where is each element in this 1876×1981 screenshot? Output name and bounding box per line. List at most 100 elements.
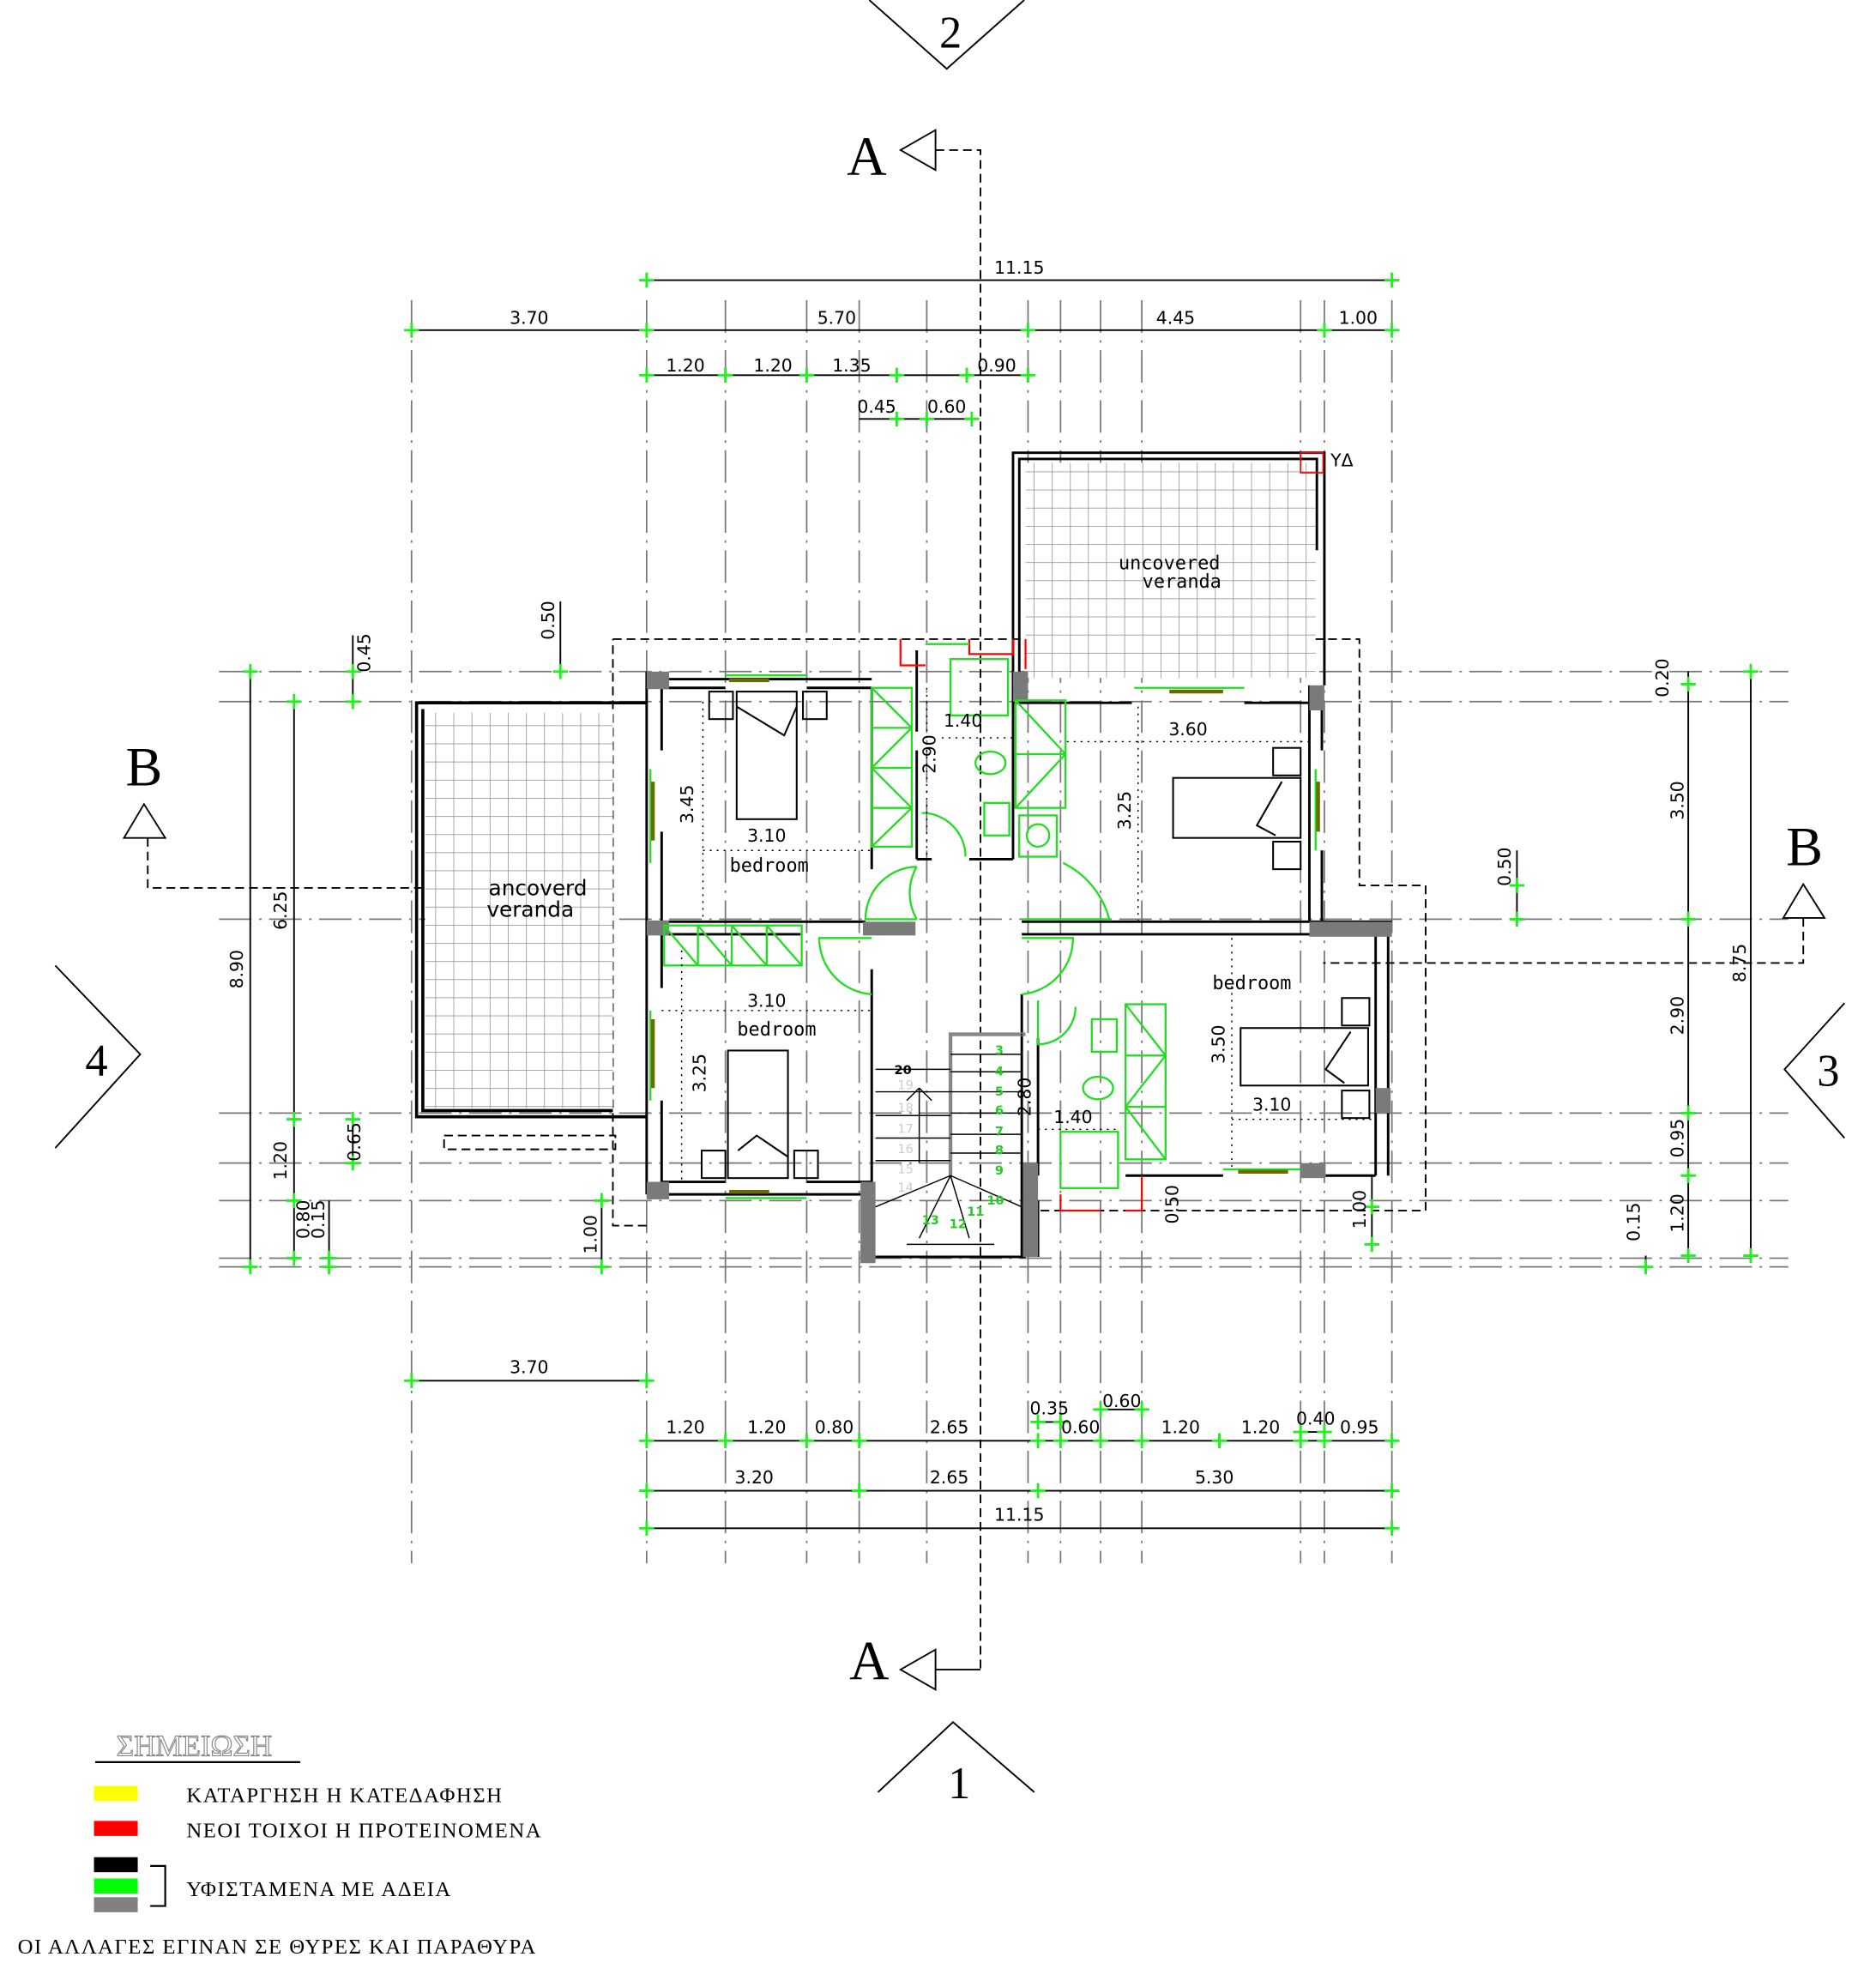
dimension-label: 3.70 [510, 308, 548, 329]
dimension-tick [717, 1433, 733, 1449]
dimension-tick [287, 1111, 302, 1127]
dimension-tick [639, 323, 654, 338]
stair-step-number: 16 [897, 1142, 914, 1157]
dimension-label: 0.80 [815, 1417, 854, 1438]
dimension-tick [851, 1433, 867, 1449]
legend-label: ΥΦΙΣΤΑΜΕΝΑ ΜΕ ΑΔΕΙΑ [186, 1878, 451, 1901]
elevation-marker-3: 3 [1783, 1002, 1846, 1139]
dimension-tick [1030, 1483, 1046, 1499]
dimension-tick [639, 1373, 654, 1389]
dimension-tick [1680, 1168, 1696, 1183]
dimension-label: 1.20 [666, 355, 704, 376]
stair-step-number: 10 [986, 1193, 1004, 1208]
dimension-label: 0.35 [1030, 1398, 1069, 1419]
dimension-label: 0.45 [857, 396, 896, 417]
dimension-label: 5.30 [1195, 1467, 1234, 1488]
section-marker-b-right: B [1323, 817, 1826, 964]
section-label: B [125, 736, 162, 797]
dimension-label: 0.80 [293, 1200, 313, 1239]
ud-label: ΥΔ [1330, 450, 1353, 471]
dimension-tick [321, 1259, 337, 1275]
interior-dimension-label: 2.90 [920, 734, 940, 773]
dimension-tick [287, 1250, 302, 1266]
interior-dimension-label: 3.25 [689, 1054, 709, 1092]
dimension-label: 0.15 [308, 1200, 329, 1239]
dimension-tick [345, 694, 361, 710]
room-label: veranda [486, 897, 574, 921]
section-marker-b-left: B [122, 736, 432, 889]
dimension-label: 1.00 [1339, 308, 1378, 329]
dimension-tick [404, 323, 419, 338]
dimension-label: 0.60 [1061, 1417, 1100, 1438]
dimension-tick [799, 1433, 815, 1449]
section-marker-a-bottom: A [849, 1631, 981, 1692]
legend-swatch-red [93, 1821, 138, 1836]
dimension-tick [959, 367, 974, 384]
dimension-label: 8.75 [1729, 944, 1750, 982]
section-label: A [849, 1631, 889, 1692]
room-label-bedroom: bedroom [737, 1019, 816, 1041]
dimension-tick [1134, 1433, 1149, 1449]
stair-step-number: 12 [950, 1217, 967, 1231]
room-label-bedroom: bedroom [730, 855, 809, 877]
dimension-label: 0.45 [354, 633, 375, 672]
dimension-tick [1053, 1433, 1069, 1449]
dimension-label: 0.50 [1494, 847, 1515, 885]
dimension-tick [243, 664, 258, 679]
room-label: uncovered [1119, 553, 1220, 574]
dimension-label: 1.20 [1161, 1417, 1200, 1438]
interior-dimension-label: 3.10 [747, 990, 786, 1011]
interior-dimension-label: 2.80 [1014, 1078, 1035, 1116]
dimension-tick [919, 411, 935, 427]
covered-veranda: ancoverd veranda [414, 701, 647, 1151]
dimension-label: 4.45 [1156, 308, 1195, 329]
dimension-label: 0.60 [1102, 1391, 1141, 1411]
stair-up-number: 20 [895, 1063, 912, 1078]
interior-dimension-label: 3.10 [1252, 1094, 1291, 1114]
dimension-label: 2.65 [930, 1417, 968, 1438]
stair-step-number: 5 [995, 1084, 1004, 1099]
stair-step-number: 17 [897, 1122, 914, 1137]
legend-label: ΚΑΤΑΡΓΗΣΗ Η ΚΑΤΕΔΑΦΗΣΗ [186, 1785, 503, 1808]
dimension-label: 0.40 [1296, 1408, 1335, 1428]
legend-swatch-black [93, 1857, 138, 1873]
dimension-label: 0.15 [1623, 1202, 1644, 1241]
dimension-tick [1093, 1433, 1108, 1449]
elevation-label: 3 [1817, 1046, 1839, 1096]
dimension-tick [345, 1155, 361, 1171]
legend-swatch-green [93, 1878, 138, 1893]
dimension-label: 1.20 [666, 1417, 704, 1438]
dimension-tick [964, 411, 980, 427]
legend-swatch-gray [93, 1897, 138, 1912]
dimension-tick [1134, 1402, 1149, 1417]
dimension-label: 11.15 [994, 1505, 1044, 1525]
dimension-tick [287, 1193, 302, 1209]
elevation-label: 2 [939, 8, 962, 57]
interior-dimension-label: 3.60 [1168, 719, 1207, 740]
dimension-label: 8.90 [226, 950, 247, 988]
stair-step-number: 8 [995, 1143, 1004, 1157]
dimension-label: 1.20 [1241, 1417, 1280, 1438]
dimension-label: 3.70 [510, 1357, 548, 1378]
stair-step-number: 15 [897, 1162, 914, 1176]
dimension-label: 6.25 [270, 891, 291, 930]
dimension-label: 11.15 [994, 257, 1044, 278]
uncovered-veranda: uncovered veranda ΥΔ [1011, 450, 1354, 685]
room-label-bedroom: bedroom [1212, 973, 1291, 994]
elevation-label: 4 [85, 1036, 107, 1086]
section-label: A [847, 126, 886, 187]
interior-dimension-label: 1.40 [1053, 1107, 1092, 1127]
dimension-label: 3.20 [735, 1467, 774, 1488]
dimension-label: 2.90 [1667, 996, 1687, 1035]
stair-step-number: 13 [922, 1213, 939, 1228]
elevation-marker-2: 2 [868, 0, 1025, 70]
stair-step-number: 19 [897, 1078, 914, 1093]
dimension-tick [404, 1373, 419, 1389]
dimension-tick [851, 1483, 867, 1499]
dimension-label: 1.20 [1667, 1193, 1687, 1232]
dimension-tick [1211, 1433, 1228, 1449]
section-label: B [1786, 817, 1823, 878]
dimension-tick [639, 1433, 654, 1449]
